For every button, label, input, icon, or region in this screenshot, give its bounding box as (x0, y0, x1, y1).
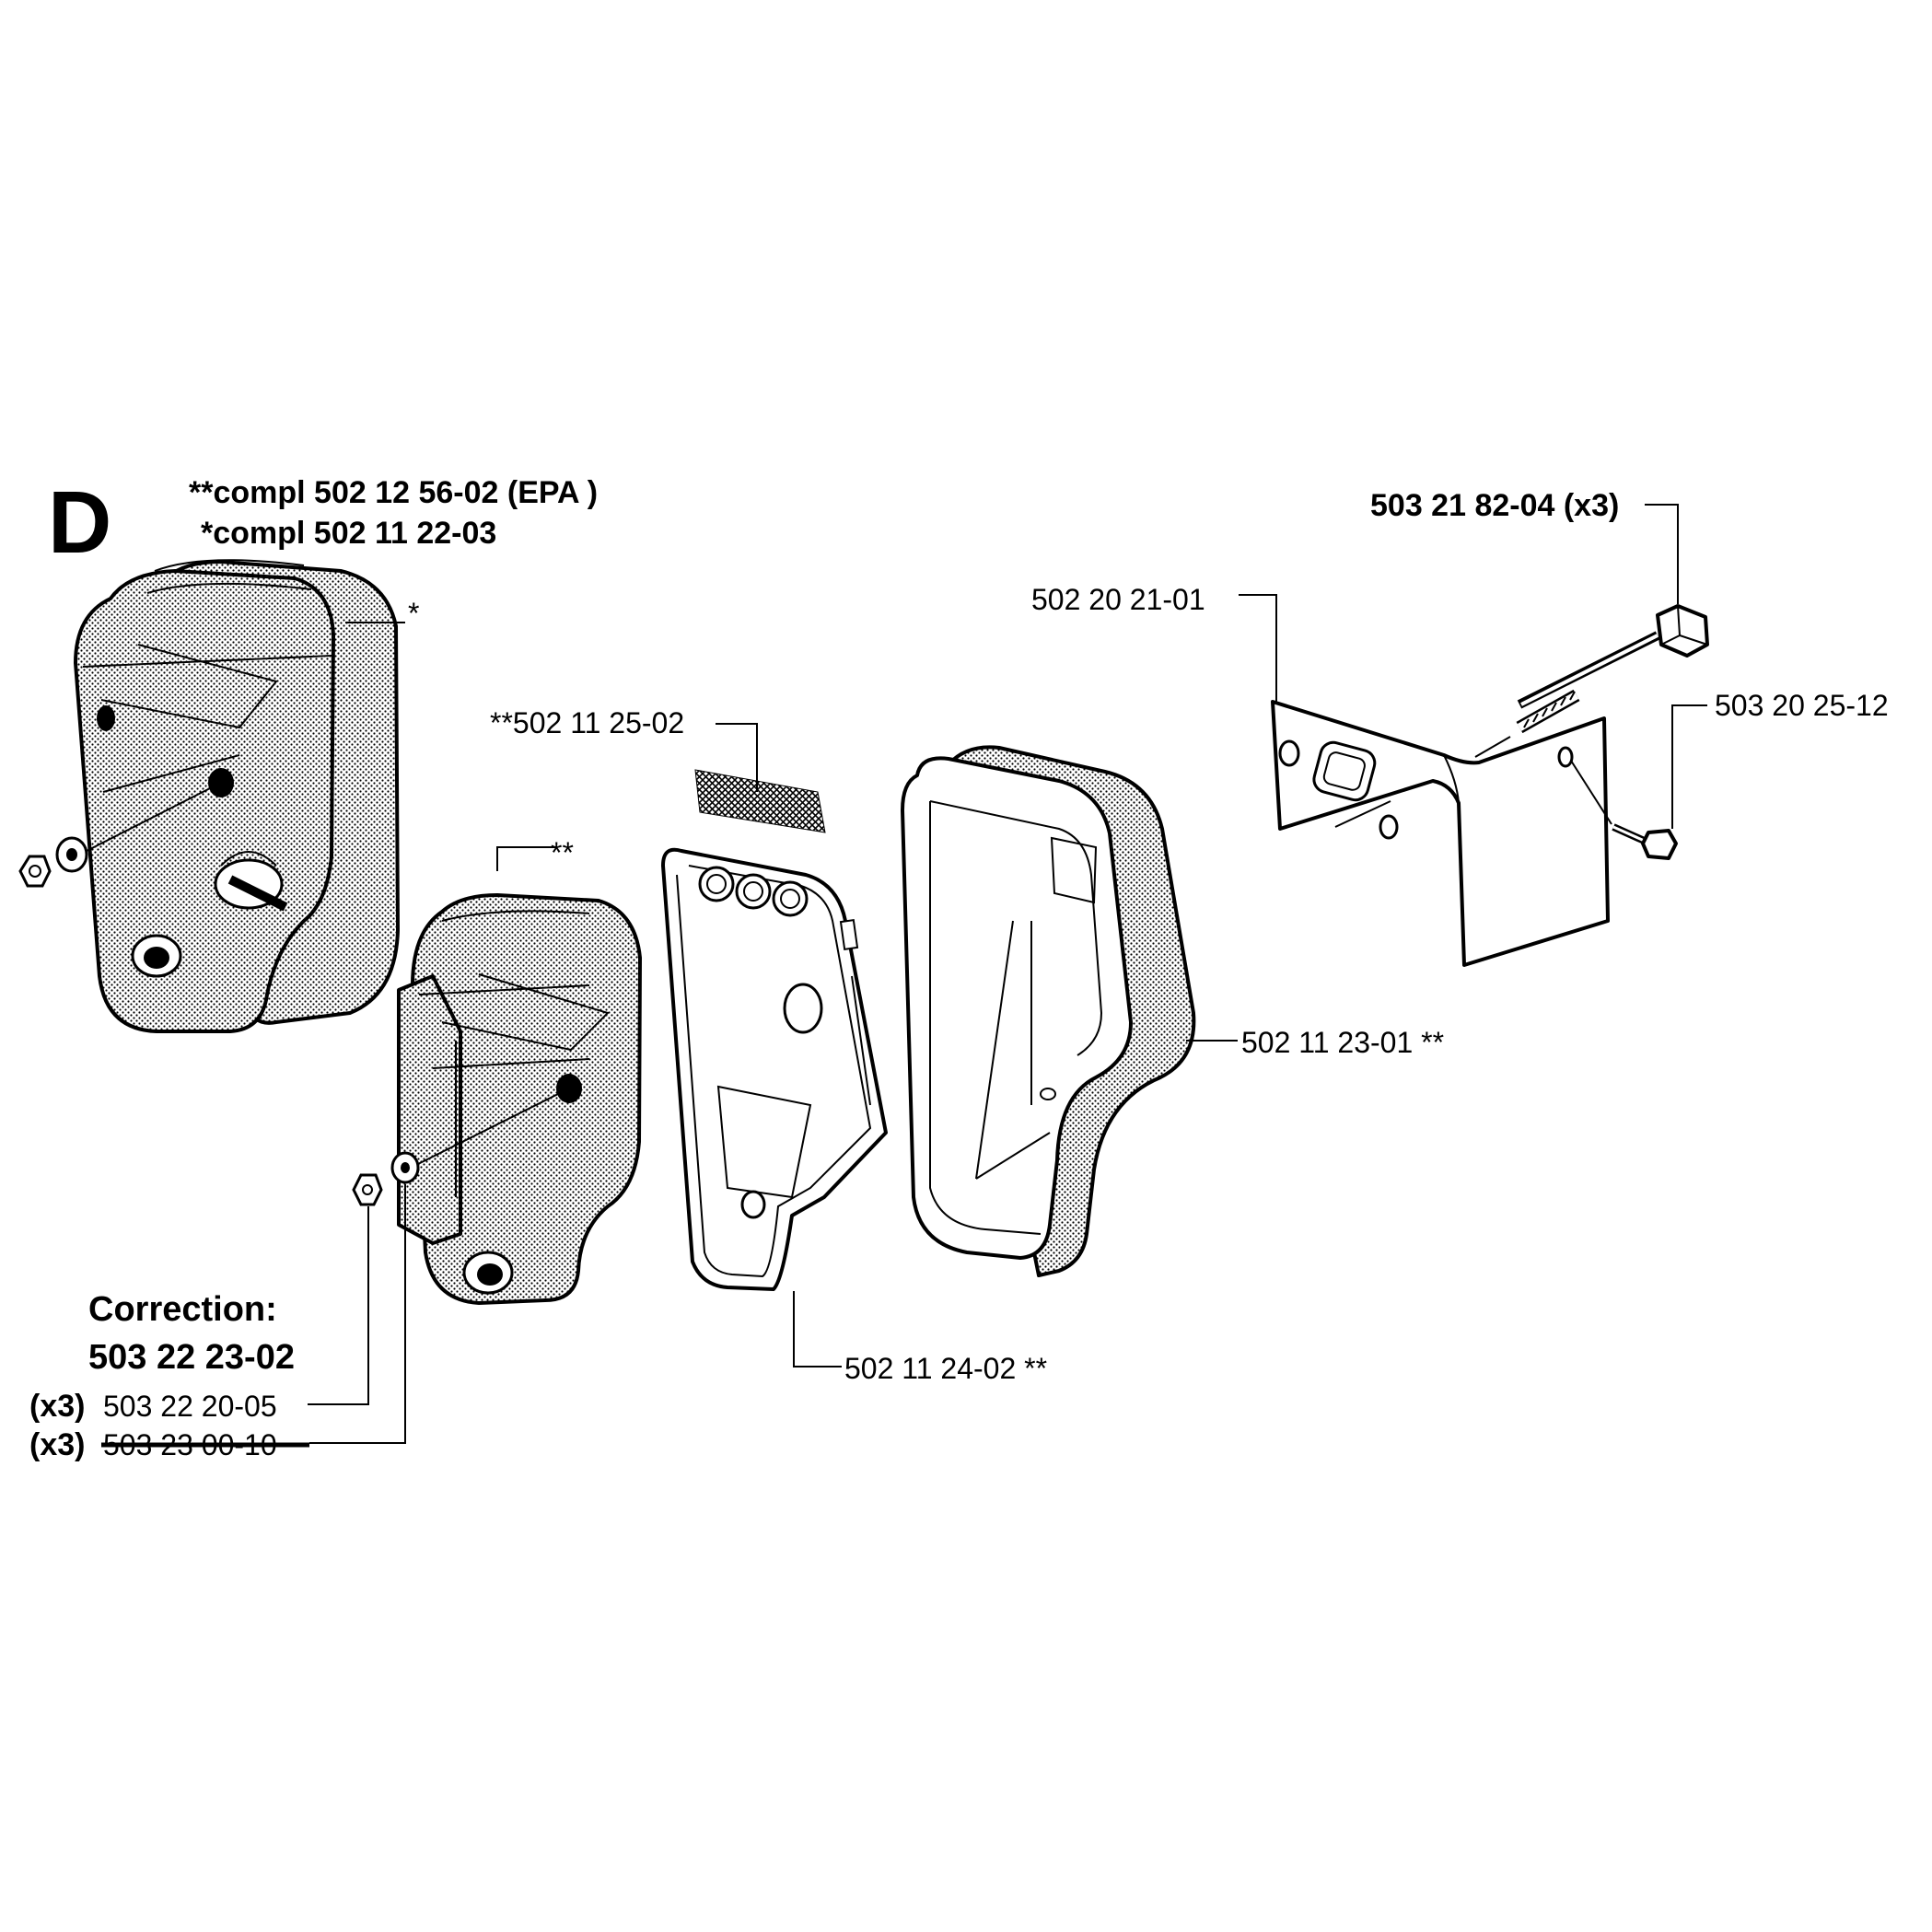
label-spark-screen: **502 11 25-02 (490, 706, 684, 739)
label-muffler-gasket: 502 11 24-02 ** (844, 1352, 1047, 1385)
label-bracket: 502 20 21-01 (1031, 583, 1205, 616)
muffler-body (901, 745, 1196, 1277)
spark-screen (694, 769, 826, 833)
header-line-epa: **compl 502 12 56-02 (EPA ) (189, 475, 598, 510)
outer-washer-nut (18, 784, 218, 888)
muffler-outer-cover (74, 559, 400, 1033)
nut-quantity: (x3) (29, 1389, 85, 1424)
small-screw (1570, 760, 1678, 860)
label-muffler-body: 502 11 23-01 ** (1241, 1026, 1444, 1059)
header-line-compl: *compl 502 11 22-03 (201, 516, 496, 551)
washer-quantity: (x3) (29, 1427, 85, 1462)
label-muffler-outer: * (408, 597, 419, 630)
label-muffler-inner: ** (551, 836, 574, 869)
correction-title: Correction: (88, 1290, 277, 1329)
label-bolt: 503 21 82-04 (x3) (1370, 488, 1619, 523)
muffler-bracket (1271, 700, 1610, 967)
long-bolt (1474, 604, 1709, 758)
muffler-inner-half (397, 893, 642, 1305)
correction-part: 503 22 23-02 (88, 1338, 295, 1377)
section-letter: D (48, 473, 111, 572)
label-screw: 503 20 25-12 (1715, 689, 1889, 722)
inner-washer-nut (352, 1089, 566, 1206)
nut-part-number: 503 22 20-05 (103, 1390, 277, 1423)
muffler-gasket (661, 847, 888, 1291)
